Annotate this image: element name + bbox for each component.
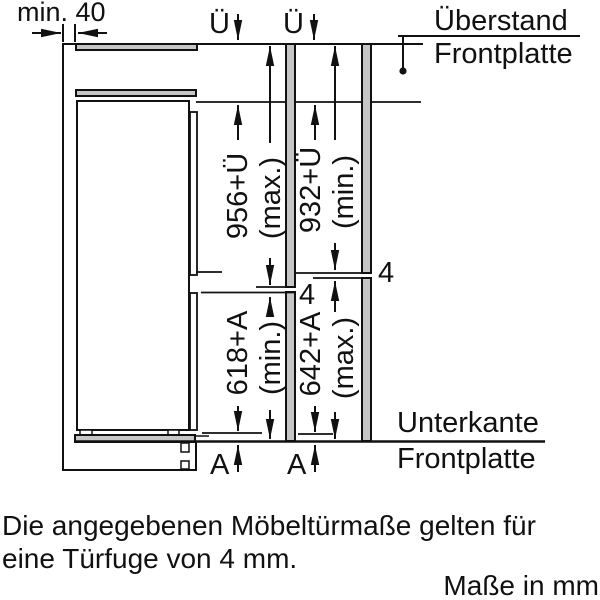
dim-upper-right-qualifier: (min.): [328, 155, 360, 229]
gap-value-right: 4: [378, 257, 394, 289]
left-panel-lower: [285, 291, 296, 442]
dimension-lines: [233, 46, 340, 439]
appliance-upper-door: [189, 111, 198, 276]
gap-value-left: 4: [299, 279, 315, 311]
overhang-callout: [398, 35, 580, 75]
footnote-line1: Die angegebenen Möbeltürmaße gelten für: [2, 510, 536, 541]
dim-lower-right-value: 642+A: [295, 311, 327, 396]
dim-upper-right-value: 932+Ü: [295, 147, 327, 233]
right-panel-lower: [361, 277, 372, 442]
min40-label: min. 40: [17, 0, 106, 27]
a-symbol-left: A: [210, 449, 230, 481]
lower-edge-label-line2: Frontplatte: [397, 443, 536, 475]
dim-lower-left-value: 618+A: [222, 310, 254, 395]
hinge-detail-lower: [180, 460, 190, 470]
overhang-label-line2: Frontplatte: [434, 38, 573, 70]
overhang-callout-dot: [399, 67, 407, 75]
hinge-detail-upper: [180, 442, 190, 453]
footnote-line2: eine Türfuge von 4 mm.: [2, 543, 297, 574]
niche-top-panel: [75, 89, 197, 97]
appliance-lower-door: [189, 292, 198, 431]
overhang-label-line1: Überstand: [434, 5, 568, 37]
dim-lower-right-qualifier: (max.): [328, 317, 360, 399]
dimension-labels: 956+Ü (max.) 932+Ü (min.) 618+A (min.) 6…: [222, 147, 360, 399]
units-note: Maße in mm: [443, 570, 599, 600]
lower-edge-label-line1: Unterkante: [397, 407, 539, 439]
dim-lower-left-qualifier: (min.): [255, 321, 287, 395]
cabinet-side-view: [62, 43, 209, 471]
a-symbol-right: A: [287, 449, 307, 481]
overhang-symbol-left: Ü: [209, 8, 230, 40]
appliance-body: [76, 100, 190, 431]
left-panel-upper: [285, 43, 296, 288]
overhang-symbol-right: Ü: [283, 8, 304, 40]
door-gap-lines: [196, 271, 371, 294]
dim-upper-left-qualifier: (max.): [255, 157, 287, 239]
min40-dimension: [32, 24, 107, 42]
dim-upper-left-value: 956+Ü: [222, 153, 254, 239]
right-panel-upper: [361, 43, 372, 274]
